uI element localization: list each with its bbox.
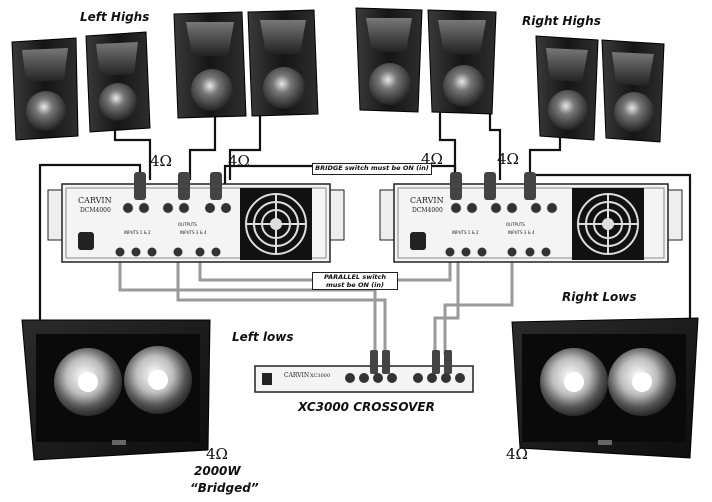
subwoofer-left <box>21 319 211 461</box>
speaker-cabinet <box>247 9 319 117</box>
speaker-cabinet <box>355 7 423 113</box>
subwoofer-right <box>511 317 699 459</box>
amp-inputs-b-label: INPUTS 3 & 4 <box>180 230 207 235</box>
speaker-cabinet <box>535 35 599 141</box>
signal-cable-5 <box>433 260 460 355</box>
impedance-label: 4Ω <box>497 150 519 168</box>
amplifier-left: CARVIN DCM4000 OUTPUTS INPUTS 1 & 2 INPU… <box>47 172 345 263</box>
impedance-label: 4Ω <box>150 152 172 170</box>
note-parallel-line2: must be ON (in) <box>326 281 384 289</box>
crossover-model: XC3000 <box>310 373 330 379</box>
note-parallel-line1: PARALLEL switch <box>323 273 387 281</box>
crossover-jacks <box>345 373 465 383</box>
label-left-lows: Left lows <box>232 330 294 344</box>
amp-input-jacks <box>445 247 551 257</box>
signal-cable-2 <box>176 260 387 355</box>
speaker-cabinet <box>11 37 79 141</box>
signal-cable-4 <box>443 260 514 355</box>
speaker-cabinet <box>427 9 497 115</box>
cable-left-highs-c <box>188 110 217 180</box>
fan-grill <box>572 188 644 260</box>
amp-model: DCM4000 <box>80 207 111 214</box>
crossover-unit: CARVIN XC3000 <box>254 350 474 393</box>
speaker-cabinet <box>85 31 151 133</box>
amp-output-terminals <box>451 203 557 213</box>
fan-grill <box>240 188 312 260</box>
amp-brand: CARVIN <box>410 196 444 205</box>
amp-outputs-label: OUTPUTS <box>178 222 197 227</box>
signal-cable-1 <box>118 260 377 355</box>
note-parallel: PARALLEL switch must be ON (in) <box>312 272 398 290</box>
label-left-highs: Left Highs <box>80 10 150 24</box>
label-right-lows: Right Lows <box>562 290 637 304</box>
amp-inputs-b-label: INPUTS 3 & 4 <box>508 230 535 235</box>
label-crossover: XC3000 CROSSOVER <box>298 400 435 414</box>
impedance-label: 4Ω <box>506 445 528 463</box>
impedance-label: 4Ω <box>206 445 228 463</box>
note-bridge: BRIDGE switch must be ON (in) <box>312 163 432 175</box>
amp-model: DCM4000 <box>412 207 443 214</box>
label-right-highs: Right Highs <box>522 14 601 28</box>
signal-cables <box>118 260 514 355</box>
amp-brand: CARVIN <box>78 196 112 205</box>
amp-inputs-a-label: INPUTS 1 & 2 <box>452 230 479 235</box>
speaker-cabinet <box>173 11 247 119</box>
label-power: 2000W <box>194 464 241 478</box>
cable-right-lows <box>530 173 692 320</box>
amp-input-jacks <box>115 247 221 257</box>
speaker-cabinet <box>601 39 665 143</box>
cable-right-highs-b <box>488 100 502 180</box>
amp-inputs-a-label: INPUTS 1 & 2 <box>124 230 151 235</box>
amp-outputs-label: OUTPUTS <box>506 222 525 227</box>
amp-output-terminals <box>123 203 231 213</box>
amplifier-right: CARVIN DCM4000 OUTPUTS INPUTS 1 & 2 INPU… <box>379 172 683 263</box>
impedance-label: 4Ω <box>228 152 250 170</box>
crossover-brand: CARVIN <box>284 372 309 379</box>
label-bridged: “Bridged” <box>190 481 259 495</box>
cable-right-highs-a <box>438 100 457 180</box>
cable-right-highs-c <box>528 130 562 180</box>
